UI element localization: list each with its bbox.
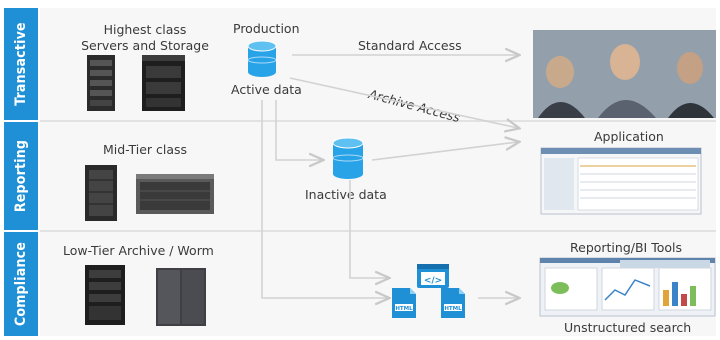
active-to-inactive-arrow <box>275 100 322 160</box>
production-label: Production <box>233 21 300 36</box>
tier-class-label: Highest class Servers and Storage <box>70 22 220 53</box>
reporting-screenshot <box>539 257 716 317</box>
application-label: Application <box>594 129 664 144</box>
active-to-files-arrow <box>261 100 388 298</box>
tier-class-line1: Highest class <box>103 22 187 37</box>
storage-array-icon <box>142 55 185 111</box>
html-file-icon: HTML <box>441 288 465 318</box>
meeting-photo <box>533 30 716 118</box>
archive-access-arrow <box>289 77 518 128</box>
inactive-data-label: Inactive data <box>305 187 387 202</box>
code-window-icon: </> <box>417 264 449 288</box>
standard-access-label: Standard Access <box>358 38 462 53</box>
application-screenshot <box>540 147 702 215</box>
server-rack-icon <box>85 265 125 325</box>
html-label: HTML <box>395 306 413 312</box>
server-rack-icon <box>87 55 115 111</box>
reporting-bi-label: Reporting/BI Tools <box>570 240 683 255</box>
connector-lines <box>261 55 518 298</box>
html-file-icon: HTML <box>392 288 416 318</box>
code-glyph: </> <box>424 276 442 286</box>
tier-divider <box>40 120 716 122</box>
inactive-to-app-arrow <box>371 142 518 161</box>
tier-label-reporting: Reporting <box>4 122 38 230</box>
inactive-to-files-arrow <box>349 180 388 278</box>
database-icon-inactive <box>332 137 364 179</box>
database-icon-active <box>247 40 277 77</box>
unstructured-search-label: Unstructured search <box>564 320 692 335</box>
tier-class-line2: Servers and Storage <box>81 38 209 53</box>
tier-label-compliance: Compliance <box>4 232 38 336</box>
server-rack-icon <box>85 165 117 221</box>
active-data-label: Active data <box>231 82 302 97</box>
tier-class-label: Mid-Tier class <box>102 142 188 157</box>
tier-class-label: Low-Tier Archive / Worm <box>63 243 214 258</box>
storage-array-icon <box>156 268 206 326</box>
tier-divider <box>40 230 716 232</box>
tier-label-transactive: Transactive <box>4 8 38 120</box>
storage-array-icon <box>136 174 214 214</box>
html-label: HTML <box>444 306 462 312</box>
